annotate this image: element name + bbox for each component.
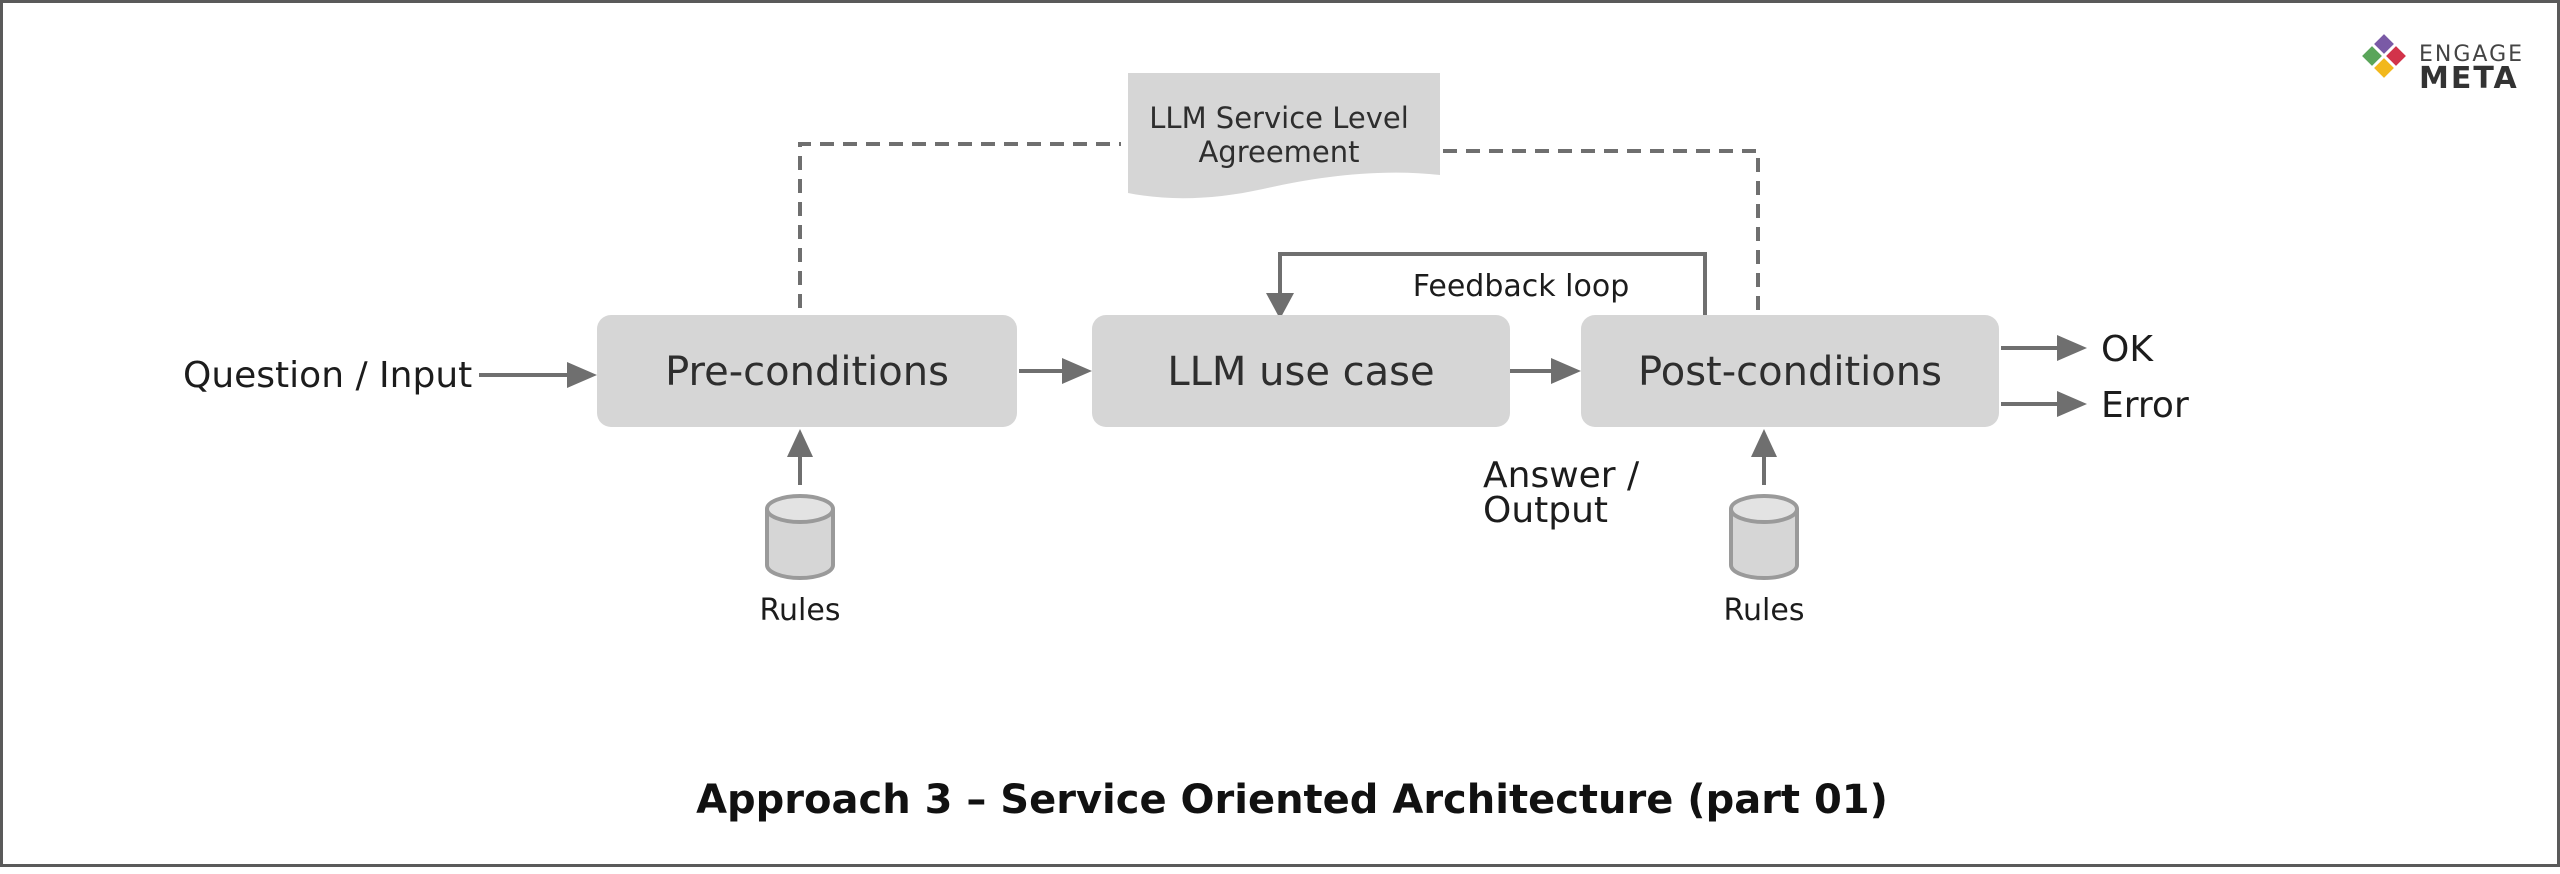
logo-word-bottom: META <box>2419 61 2519 96</box>
feedback-loop-line <box>1278 252 1707 315</box>
sla-label-line1: LLM Service Level <box>1149 101 1409 135</box>
feedback-arrowhead <box>1266 293 1294 319</box>
answer-output-line1: Answer / <box>1483 455 1640 496</box>
logo-diamond-yellow <box>2374 58 2394 78</box>
diagram-svg: ENGAGE META LLM Service Level Agreement … <box>183 34 2524 823</box>
arrow-pre-to-llm <box>1019 358 1092 384</box>
database-icon-top <box>1729 494 1799 524</box>
node-post-conditions: Post-conditions <box>1581 315 1999 427</box>
sla-connector-right <box>1443 149 1760 313</box>
node-pre-conditions: Pre-conditions <box>597 315 1017 427</box>
sla-connector-left <box>798 142 1121 308</box>
feedback-loop: Feedback loop <box>1266 252 1707 319</box>
output-error: Error <box>2001 385 2189 426</box>
error-arrowhead <box>2057 391 2087 417</box>
post-conditions-box <box>1581 315 1999 427</box>
input-flow: Question / Input <box>183 355 597 396</box>
pre-conditions-label: Pre-conditions <box>665 349 949 395</box>
pre-conditions-box <box>597 315 1017 427</box>
arrow-pre-to-llm-head <box>1062 358 1092 384</box>
engage-meta-logo: ENGAGE META <box>2362 34 2524 96</box>
rules-right-arrowhead <box>1751 429 1777 457</box>
sla-label-line2: Agreement <box>1198 135 1359 169</box>
question-input-label: Question / Input <box>183 355 472 396</box>
page-title: Approach 3 – Service Oriented Architectu… <box>696 777 1888 823</box>
llm-use-case-label: LLM use case <box>1167 349 1434 395</box>
llm-use-case-box <box>1092 315 1510 427</box>
arrow-llm-to-post <box>1510 358 1581 384</box>
database-icon-body <box>1729 509 1799 580</box>
ok-label: OK <box>2101 329 2154 370</box>
sla-dashed-connector <box>798 142 1760 313</box>
logo-diamond-red <box>2386 46 2406 66</box>
rules-left: Rules <box>760 429 841 628</box>
database-icon-body <box>765 509 835 580</box>
document-shape <box>1128 73 1440 199</box>
logo-word-top: ENGAGE <box>2419 42 2524 67</box>
rules-right: Rules <box>1724 429 1805 628</box>
rules-right-label: Rules <box>1724 593 1805 628</box>
node-llm-use-case: LLM use case <box>1092 315 1510 427</box>
logo-diamond-green <box>2362 46 2382 66</box>
feedback-loop-label: Feedback loop <box>1413 269 1630 304</box>
post-conditions-label: Post-conditions <box>1638 349 1942 395</box>
error-label: Error <box>2101 385 2189 426</box>
database-icon-top <box>765 494 835 524</box>
arrow-llm-to-post-head <box>1551 358 1581 384</box>
sla-document: LLM Service Level Agreement <box>1128 73 1440 199</box>
rules-left-arrowhead <box>787 429 813 457</box>
rules-left-label: Rules <box>760 593 841 628</box>
ok-arrowhead <box>2057 335 2087 361</box>
logo-diamond-purple <box>2374 34 2394 54</box>
input-arrowhead <box>567 362 597 388</box>
output-ok: OK <box>2001 329 2154 370</box>
answer-output-line2: Output <box>1483 490 1608 531</box>
